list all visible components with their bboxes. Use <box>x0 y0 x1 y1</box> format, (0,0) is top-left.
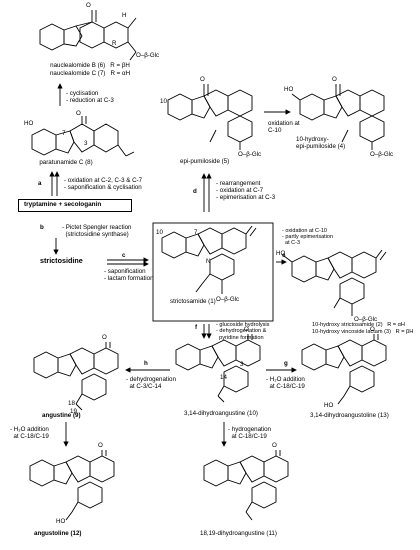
label-step-a: a <box>38 180 42 187</box>
atom-o-d1819: O <box>272 442 277 449</box>
atom-10-epi: 10 <box>160 98 167 105</box>
dihydro-18-19-structure <box>203 450 289 521</box>
atom-o-dhl: O <box>370 326 375 333</box>
label-step-oxidation: oxidation at C-10 <box>268 120 300 135</box>
label-step-top-up: - cyclisation - reduction at C-3 <box>66 90 114 105</box>
label-step-a-text: - oxidation at C-2, C-3 & C-7 - saponifi… <box>64 177 143 192</box>
dihydroangustoline-structure <box>301 334 387 405</box>
atom-14-dha: 14 <box>220 374 227 381</box>
label-angustoline: angustoline (12) <box>34 530 82 537</box>
epi-pumiloside-structure <box>167 84 253 150</box>
label-step-h: h <box>144 360 148 367</box>
label-step-h-text: - dehydrogenation at C-3/C-14 <box>126 376 176 391</box>
atom-18-ang: 18 <box>68 400 75 407</box>
start-box <box>18 199 132 212</box>
atom-n-str: N <box>206 258 211 265</box>
label-step-c: c <box>122 252 126 259</box>
atom-o-hep: O <box>332 76 337 83</box>
paratunamide-structure <box>31 116 135 157</box>
atom-o-ang: O <box>102 334 107 341</box>
label-step-f-text: - glucoside hydrolysis - dehydrogenation… <box>216 322 270 341</box>
atom-7-str: 7 <box>194 229 198 236</box>
label-step-b-text: - Pictet Spengler reaction (strictosidin… <box>62 224 132 239</box>
label-strictosamide: strictosamide (1) <box>170 298 216 305</box>
atom-3-para: 3 <box>84 140 88 147</box>
atom-ho-agl: HO <box>56 518 66 525</box>
atom-ho-dhl: HO <box>324 402 334 409</box>
label-nauclealomides: nauclealomide B (6) R = βH nauclealomide… <box>49 62 131 77</box>
label-dihydroangustoline: 3,14-dihydroangustoline (13) <box>310 412 389 419</box>
atom-o-dha: O <box>244 326 249 333</box>
atom-ho-para: HO <box>24 120 34 127</box>
atom-glc-hst: O–β-Glc <box>354 316 378 323</box>
dihydroangustine-structure <box>175 334 261 403</box>
label-step-e-text: - oxidation at C-10 - partly epimerisati… <box>282 228 334 247</box>
angustoline-structure <box>29 450 115 521</box>
label-tryptamine-secologanin: tryptamine + secologanin <box>24 201 102 208</box>
label-step-e: e <box>282 252 286 259</box>
label-step-b: b <box>40 224 44 231</box>
label-strictosidine: strictosidine <box>40 256 83 265</box>
label-step-left-down: - H₂O addition at C-18/C-19 <box>10 426 49 441</box>
atom-ho-hst: HO <box>276 250 286 257</box>
label-epi-pumiloside: epi-pumiloside (5) <box>180 158 230 165</box>
atom-glc-nau: O–β-Glc <box>136 52 160 59</box>
atom-o-nau: O <box>86 2 91 9</box>
atom-3-dha: 3 <box>240 361 244 368</box>
atom-10-str: 10 <box>156 229 163 236</box>
label-step-c-text: - saponification - lactam formation <box>104 268 154 283</box>
atom-glc-epi: O–β-Glc <box>238 151 262 158</box>
atom-o-agl: O <box>98 442 103 449</box>
label-step-g: g <box>284 360 288 367</box>
atom-h-nau: H <box>122 12 127 19</box>
label-step-d: d <box>193 188 197 195</box>
atom-r-nau: R <box>112 40 117 47</box>
atom-glc-str: O–β-Glc <box>216 296 240 303</box>
label-step-g-text: - H₂O addition at C-18/C-19 <box>266 376 305 391</box>
atom-7-para: 7 <box>62 130 66 137</box>
label-step-right-down: - hydrogenation at C-18/C-19 <box>228 426 271 441</box>
label-angustine: angustine (9) <box>42 412 81 419</box>
label-paratunamide: paratunamide C (8) <box>39 159 93 166</box>
label-step-d-text: - rearrangement - oxidation at C-7 - epi… <box>216 180 276 202</box>
atom-o-para: O <box>76 110 81 117</box>
hydroxy-epi-pumiloside-structure <box>291 84 385 150</box>
angustine-structure <box>33 342 119 411</box>
label-hydroxy-strictosamide: 10-hydroxy strictosamide (2) R = αH 10-h… <box>312 322 414 335</box>
atom-o-epi: O <box>200 76 205 83</box>
atom-glc-hep: O–β-Glc <box>370 151 394 158</box>
atom-19-ang: 19 <box>70 408 77 415</box>
strictosamide-box <box>152 222 274 322</box>
label-step-f: f <box>195 324 198 331</box>
hydroxy-strictosamide-structure <box>283 249 387 316</box>
label-dihydroangustine: 3,14-dihydroangustine (10) <box>184 410 258 417</box>
label-dihydro-18-19: 18,19-dihydroangustine (11) <box>200 530 277 537</box>
strictosamide-structure <box>161 225 257 294</box>
label-hydroxy-epi-pumiloside: 10-hydroxy- epi-pumiloside (4) <box>296 136 346 151</box>
atom-ho-hep: HO <box>284 86 294 93</box>
nauclealomide-structure <box>39 10 137 61</box>
